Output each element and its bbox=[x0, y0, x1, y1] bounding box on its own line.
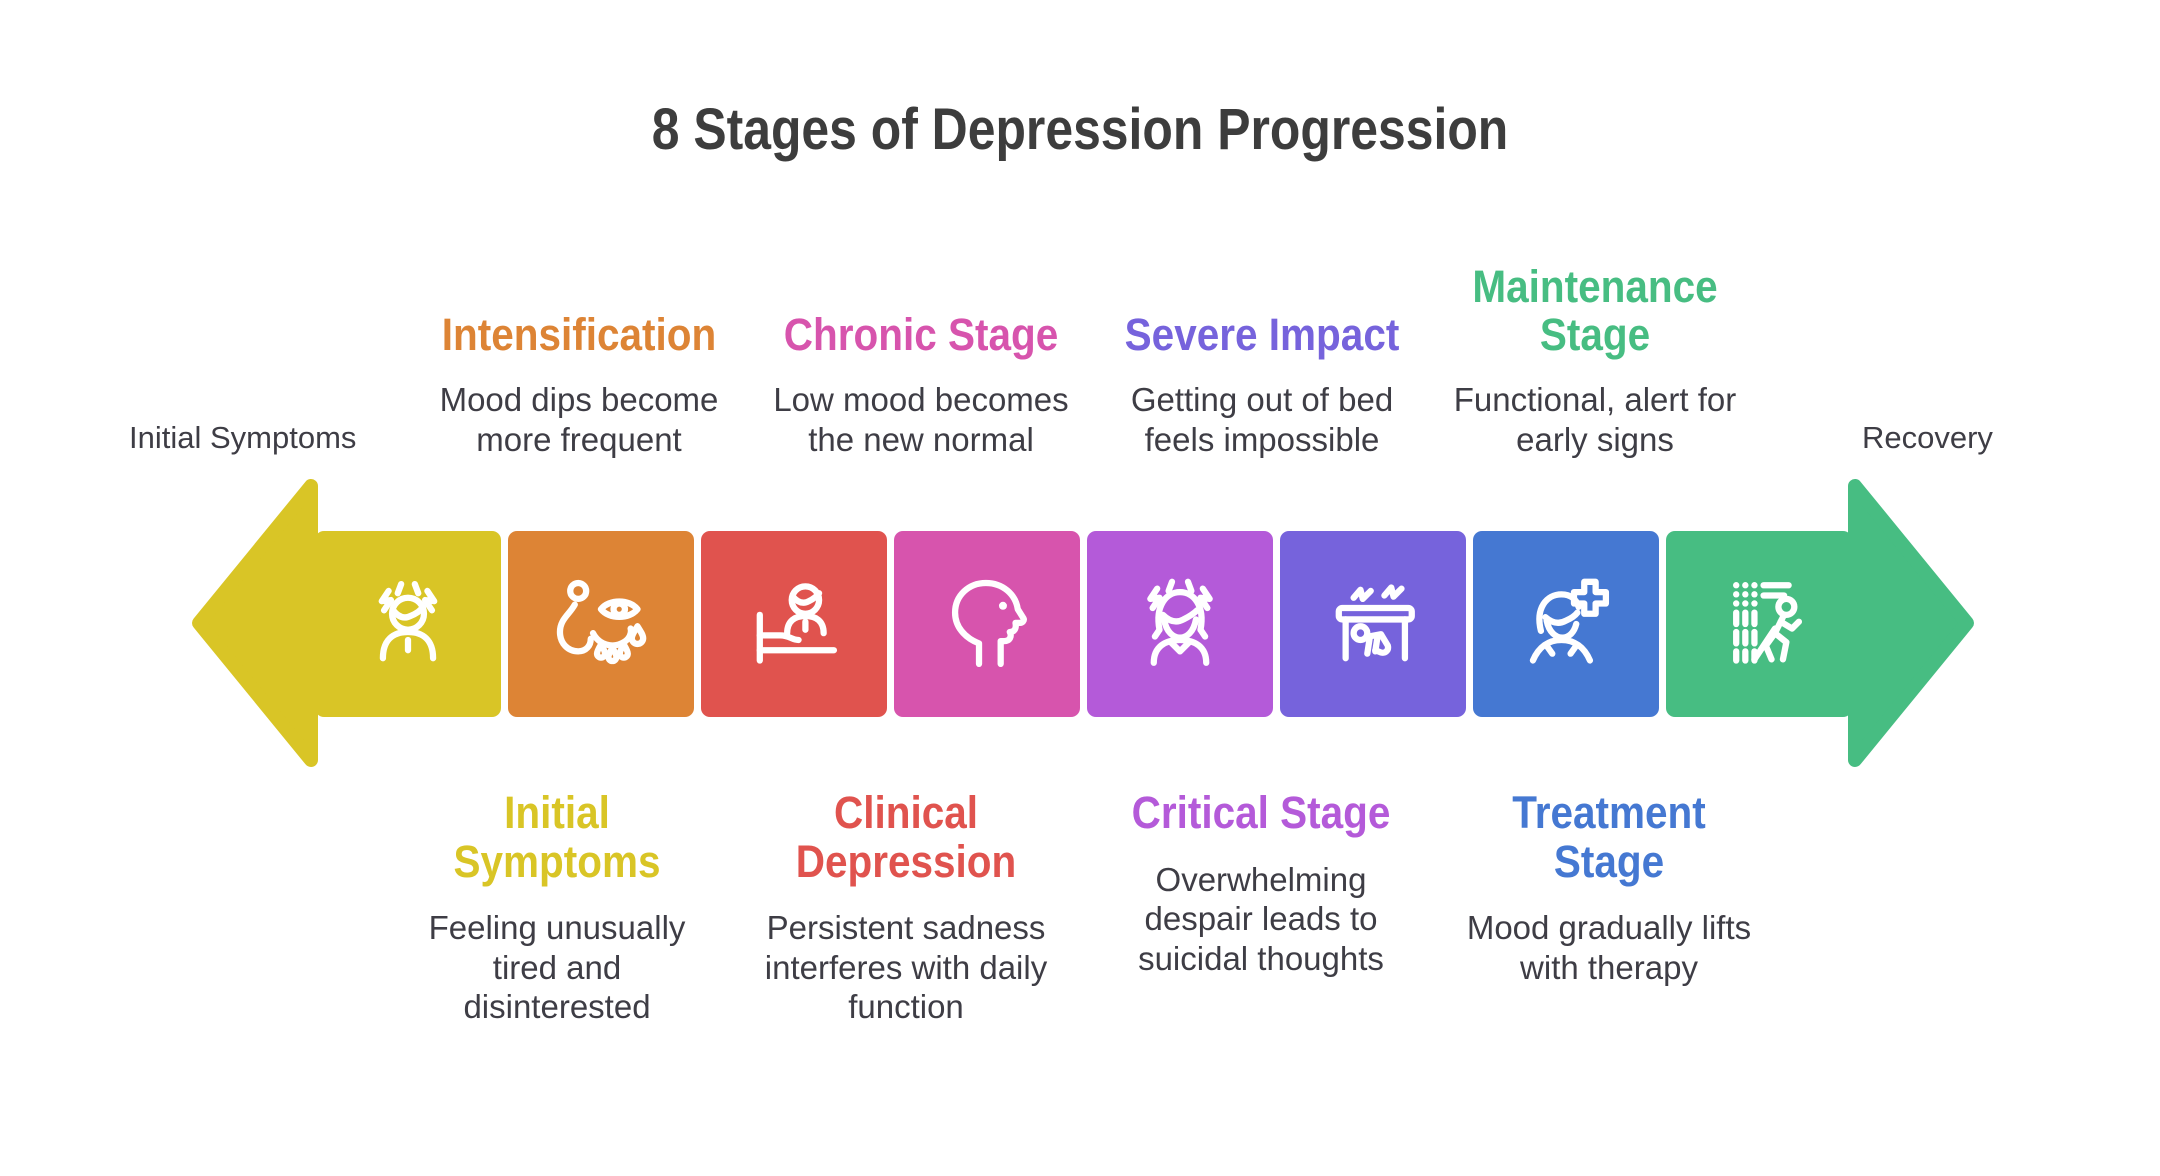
stage-square-maintenance-stage bbox=[1666, 531, 1852, 717]
right-endpoint-label: Recovery bbox=[1862, 420, 1993, 455]
stage-heading: Initial Symptoms bbox=[453, 787, 661, 887]
sad-face-profile-icon bbox=[951, 579, 1027, 668]
stage-heading: Chronic Stage bbox=[783, 309, 1059, 361]
stage-heading: Clinical Depression bbox=[795, 787, 1017, 887]
stage-description: Mood dips become more frequent bbox=[439, 381, 719, 458]
left-endpoint-label: Initial Symptoms bbox=[129, 420, 357, 455]
stage-square-initial-symptoms bbox=[315, 531, 501, 717]
stage-description: Persistent sadness interferes with daily… bbox=[764, 909, 1048, 1026]
stage-square-chronic-stage bbox=[894, 531, 1080, 717]
stage-label-group-severe-impact: Severe Impact Getting out of bed feels i… bbox=[1082, 311, 1442, 459]
stressed-woman-icon bbox=[1147, 578, 1213, 666]
stage-label-group-chronic-stage: Chronic Stage Low mood becomes the new n… bbox=[741, 311, 1101, 459]
stage-description: Mood gradually lifts with therapy bbox=[1466, 909, 1752, 986]
stage-square-treatment-stage bbox=[1473, 531, 1659, 717]
stage-heading: Treatment Stage bbox=[1512, 787, 1706, 887]
stage-heading: Critical Stage bbox=[1131, 787, 1391, 838]
stage-timeline-strip bbox=[315, 531, 1852, 717]
woman-with-medical-cross-icon bbox=[1529, 578, 1610, 664]
stage-label-group-initial-symptoms: Initial Symptoms Feeling unusually tired… bbox=[377, 787, 737, 1027]
stage-description: Functional, alert for early signs bbox=[1453, 381, 1737, 458]
stage-square-clinical-depression bbox=[701, 531, 887, 717]
stage-label-group-critical-stage: Critical Stage Overwhelming despair lead… bbox=[1081, 787, 1441, 978]
stage-square-intensification bbox=[508, 531, 694, 717]
stage-heading: Severe Impact bbox=[1124, 309, 1400, 361]
person-in-bed-icon bbox=[756, 583, 838, 664]
right-arrowhead bbox=[1848, 479, 1974, 767]
stage-description: Feeling unusually tired and disintereste… bbox=[428, 909, 686, 1026]
stage-description: Overwhelming despair leads to suicidal t… bbox=[1138, 860, 1384, 977]
stage-heading: Maintenance Stage bbox=[1472, 260, 1718, 361]
stage-description: Low mood becomes the new normal bbox=[773, 381, 1069, 458]
stage-square-critical-stage bbox=[1087, 531, 1273, 717]
stage-description: Getting out of bed feels impossible bbox=[1130, 381, 1394, 458]
left-arrowhead bbox=[192, 479, 318, 767]
page-title-text: 8 Stages of Depression Progression bbox=[651, 97, 1509, 162]
stage-label-group-treatment-stage: Treatment Stage Mood gradually lifts wit… bbox=[1429, 787, 1789, 987]
page-title: 8 Stages of Depression Progression bbox=[0, 97, 2160, 164]
walking-forward-icon bbox=[1733, 582, 1803, 664]
stressed-person-icon bbox=[378, 580, 438, 662]
stage-heading: Intensification bbox=[441, 309, 717, 361]
stage-label-group-maintenance-stage: Maintenance Stage Functional, alert for … bbox=[1415, 262, 1775, 459]
stage-square-severe-impact bbox=[1280, 531, 1466, 717]
stage-label-group-clinical-depression: Clinical Depression Persistent sadness i… bbox=[726, 787, 1086, 1027]
stage-label-group-intensification: Intensification Mood dips become more fr… bbox=[399, 311, 759, 459]
hiding-under-table-icon bbox=[1335, 584, 1415, 662]
crying-eye-icon bbox=[556, 579, 647, 665]
